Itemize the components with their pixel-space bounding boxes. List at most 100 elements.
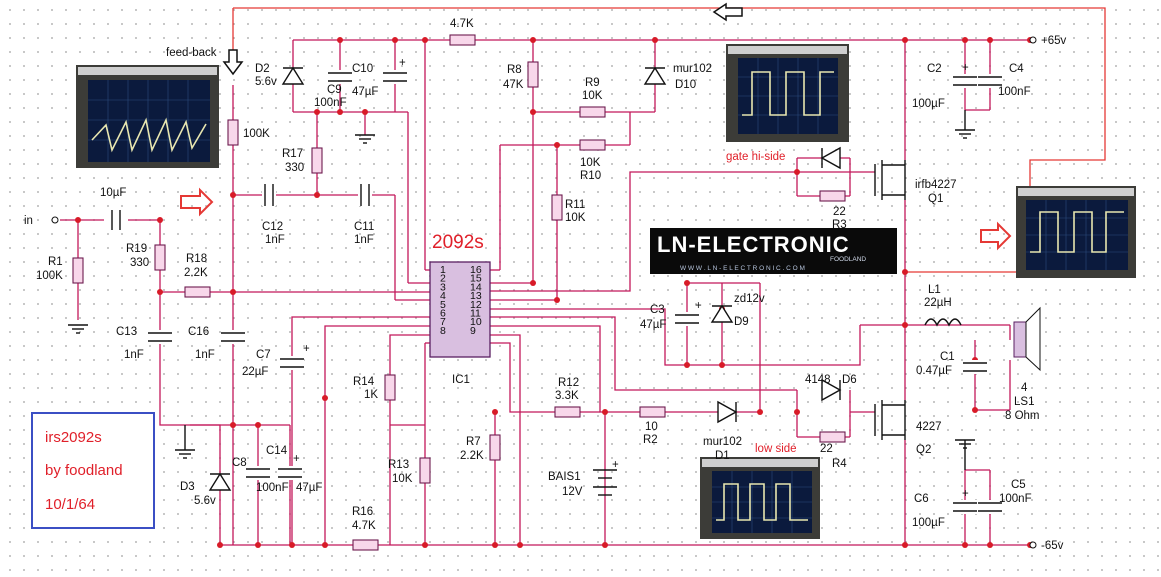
svg-text:C3: C3 <box>650 304 665 316</box>
svg-text:2.2K: 2.2K <box>184 267 208 279</box>
ic-pin-left: 8 <box>440 325 446 337</box>
svg-text:R8: R8 <box>507 64 522 76</box>
svg-text:Q1: Q1 <box>928 193 943 205</box>
svg-text:D10: D10 <box>675 79 696 91</box>
svg-text:+: + <box>399 57 406 69</box>
logo-sub: FOODLAND <box>830 256 866 263</box>
svg-text:R3: R3 <box>832 219 847 231</box>
svg-text:BAIS1: BAIS1 <box>548 471 581 483</box>
resistor-r13 <box>419 457 431 484</box>
svg-text:zd12v: zd12v <box>734 293 765 305</box>
svg-text:1nF: 1nF <box>124 349 144 361</box>
label-feedback: feed-back <box>166 47 217 59</box>
ic-pin-left: 4 <box>440 290 446 302</box>
ic-pin-right: 9 <box>470 325 476 337</box>
svg-text:C1: C1 <box>940 351 955 363</box>
resistor-r12 <box>554 406 581 418</box>
ic-pin-left: 2 <box>440 273 446 285</box>
svg-text:+: + <box>612 459 619 471</box>
ic-pin-left: 3 <box>440 281 446 293</box>
svg-text:C13: C13 <box>116 326 137 338</box>
svg-text:C9: C9 <box>327 84 342 96</box>
scope-image-output <box>1016 186 1136 278</box>
resistor-r4 <box>819 431 846 443</box>
svg-text:100K: 100K <box>36 270 63 282</box>
ic-pin-right: 16 <box>470 264 482 276</box>
svg-text:4.7K: 4.7K <box>352 520 376 532</box>
svg-text:100nF: 100nF <box>256 482 289 494</box>
svg-text:1nF: 1nF <box>354 234 374 246</box>
ic-title: 2092s <box>432 232 484 253</box>
ln-electronic-logo: LN-ELECTRONIC FOODLAND W W W . L N - E L… <box>650 228 897 274</box>
svg-text:C11: C11 <box>354 221 374 233</box>
label-vminus: -65v <box>1041 540 1064 552</box>
credit-box: irs2092s by foodland 10/1/64 <box>31 412 155 529</box>
svg-text:1nF: 1nF <box>265 234 285 246</box>
svg-text:100nF: 100nF <box>314 97 347 109</box>
svg-text:R14: R14 <box>353 376 375 388</box>
svg-text:C8: C8 <box>232 457 247 469</box>
svg-text:C7: C7 <box>256 349 271 361</box>
ic-pin-left: 6 <box>440 308 446 320</box>
svg-text:R19: R19 <box>126 243 147 255</box>
svg-text:L1: L1 <box>928 284 941 296</box>
svg-text:+: + <box>962 488 969 500</box>
svg-text:R10: R10 <box>580 170 601 182</box>
input-arrow-icon <box>180 187 214 217</box>
svg-text:10K: 10K <box>565 212 586 224</box>
svg-text:R16: R16 <box>352 506 373 518</box>
ic-pin-right: 15 <box>470 273 482 285</box>
resistor-r3 <box>819 190 846 202</box>
svg-text:R2: R2 <box>643 434 658 446</box>
resistor-r7 <box>489 434 501 461</box>
label-gate-hi: gate hi-side <box>726 151 785 163</box>
svg-text:R11: R11 <box>565 199 585 211</box>
ic-pin-right: 13 <box>470 290 482 302</box>
svg-text:47µF: 47µF <box>296 482 322 494</box>
mosfets <box>874 160 906 440</box>
svg-text:Q2: Q2 <box>916 444 931 456</box>
ic-pin-right: 14 <box>470 281 482 293</box>
svg-text:100µF: 100µF <box>912 98 945 110</box>
ic-ref: IC1 <box>452 374 470 386</box>
svg-text:2.2K: 2.2K <box>460 450 484 462</box>
resistor-r1 <box>72 257 84 284</box>
svg-text:10K: 10K <box>580 157 601 169</box>
svg-text:3.3K: 3.3K <box>555 390 579 402</box>
credit-line3: 10/1/64 <box>45 496 95 513</box>
svg-text:+: + <box>293 453 300 465</box>
svg-text:4.7K: 4.7K <box>450 18 474 30</box>
label-vplus: +65v <box>1041 35 1067 47</box>
svg-text:47µF: 47µF <box>352 86 378 98</box>
svg-text:1nF: 1nF <box>195 349 215 361</box>
terminal-in <box>51 216 59 224</box>
capacitors <box>104 70 1002 514</box>
svg-text:C10: C10 <box>352 63 373 75</box>
svg-text:LS1: LS1 <box>1014 396 1034 408</box>
svg-text:C2: C2 <box>927 63 942 75</box>
svg-text:mur102: mur102 <box>703 436 742 448</box>
svg-text:C5: C5 <box>1011 479 1026 491</box>
credit-line1: irs2092s <box>45 429 102 446</box>
scope-image-feedback <box>76 65 219 168</box>
svg-text:22: 22 <box>833 206 846 218</box>
resistor-r18 <box>184 286 211 298</box>
svg-text:22µF: 22µF <box>242 366 268 378</box>
svg-text:4227: 4227 <box>916 421 942 433</box>
svg-text:47K: 47K <box>503 79 524 91</box>
resistor-r-top <box>449 34 476 46</box>
svg-text:10µF: 10µF <box>100 187 126 199</box>
svg-text:10K: 10K <box>582 90 603 102</box>
svg-text:+: + <box>962 62 969 74</box>
svg-text:mur102: mur102 <box>673 63 712 75</box>
label-low-side: low side <box>755 443 797 455</box>
svg-text:R13: R13 <box>388 459 409 471</box>
svg-text:C16: C16 <box>188 326 209 338</box>
battery-bais1 <box>593 469 617 496</box>
svg-text:330: 330 <box>130 257 149 269</box>
resistor-r19 <box>154 244 166 271</box>
resistor-r8 <box>527 61 539 88</box>
